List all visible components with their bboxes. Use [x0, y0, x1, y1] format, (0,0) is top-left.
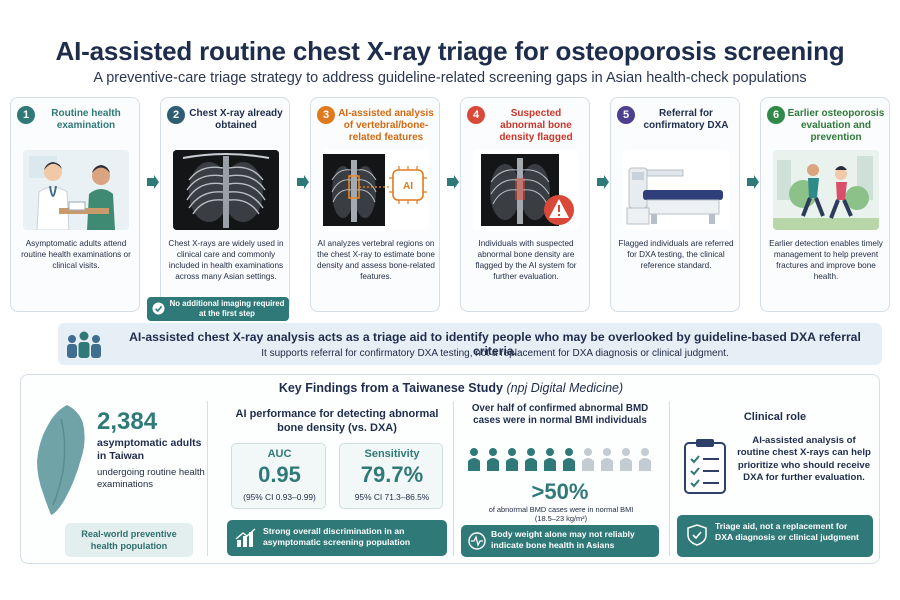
taiwan-map-icon: [37, 405, 85, 515]
arrow-right-icon: [297, 175, 309, 189]
banner-sub-text: It supports referral for confirmatory DX…: [261, 348, 729, 359]
ai-analysis-illustration: AI: [323, 150, 429, 230]
key-findings-source: (npj Digital Medicine): [506, 381, 624, 395]
ai-chip-label: AI: [403, 181, 413, 192]
step-3-number: 3: [317, 106, 335, 124]
person-icon: [582, 448, 594, 471]
auc-box: AUC 0.95 (95% CI 0.93–0.99): [231, 443, 326, 509]
step-4-number: 4: [467, 106, 485, 124]
person-icon: [506, 448, 518, 471]
population-detail: undergoing routine health examinations: [97, 467, 205, 490]
sensitivity-box: Sensitivity 79.7% 95% CI 71.3–86.5%: [339, 443, 443, 509]
heart-pulse-icon: [468, 532, 486, 550]
person-icon: [639, 448, 651, 471]
step-2-title: Chest X-ray already obtained: [189, 108, 283, 131]
key-findings-title: Key Findings from a Taiwanese Study (npj…: [21, 381, 881, 395]
arrow-right-icon: [147, 175, 159, 189]
auc-label: AUC: [267, 448, 292, 460]
auc-ci: (95% CI 0.93–0.99): [243, 492, 316, 502]
arrow-right-icon: [597, 175, 609, 189]
step-5-number: 5: [617, 106, 635, 124]
step-6-number: 6: [767, 106, 785, 124]
arrow-right-icon: [447, 175, 459, 189]
banner-main-text: AI-assisted chest X-ray analysis acts as…: [129, 330, 861, 358]
person-icon: [487, 448, 499, 471]
page-subtitle: A preventive-care triage strategy to add…: [93, 70, 807, 86]
population-count: 2,384: [97, 408, 158, 435]
column-divider: [207, 401, 208, 556]
page-title: AI-assisted routine chest X-ray triage f…: [55, 36, 845, 66]
step-6-title: Earlier osteoporosis evaluation and prev…: [787, 108, 885, 143]
bmi-stat-label: of abnormal BMD cases were in normal BMI…: [488, 505, 634, 523]
step-4-title: Suspected abnormal bone density flagged: [499, 108, 573, 143]
chest-xray-image: [173, 150, 279, 230]
key-findings-heading: Key Findings from a Taiwanese Study: [278, 381, 503, 395]
step-1-title: Routine health examination: [51, 108, 121, 131]
auc-value: 0.95: [258, 462, 301, 487]
performance-note: Strong overall discrimination in an asym…: [227, 520, 447, 556]
step-6-description: Earlier detection enables timely managem…: [769, 239, 883, 281]
clipboard-checklist-icon: [684, 439, 726, 494]
sensitivity-ci: 95% CI 71.3–86.5%: [354, 492, 430, 502]
clinical-role-note: Triage aid, not a replacement for DXA di…: [677, 515, 873, 557]
flagged-xray-illustration: [473, 150, 579, 230]
bmi-heading: Over half of confirmed abnormal BMD case…: [471, 403, 649, 426]
dxa-scanner-illustration: [623, 150, 729, 230]
step-2-card: 2 Chest X-ray already obtained Chest X-r…: [160, 97, 290, 312]
step-3-title: AI-assisted analysis of vertebral/bone-r…: [338, 108, 434, 143]
sensitivity-label: Sensitivity: [364, 448, 420, 460]
people-group-icon: [67, 331, 101, 358]
bar-chart-icon: [235, 528, 256, 547]
doctor-patient-illustration: [23, 150, 129, 230]
check-circle-icon: [152, 302, 165, 315]
step-1-description: Asymptomatic adults attend routine healt…: [21, 239, 131, 270]
step-5-card: 5 Referral for confirmatory DXA Flagged …: [610, 97, 740, 312]
no-extra-imaging-note: No additional imaging required at the fi…: [147, 297, 289, 321]
step-4-card: 4 Suspected abnormal bone density flagge…: [460, 97, 590, 312]
people-pictogram: [468, 448, 651, 471]
key-findings-panel: Key Findings from a Taiwanese Study (npj…: [20, 374, 880, 564]
step-3-description: AI analyzes vertebral regions on the che…: [317, 239, 435, 281]
column-divider: [453, 401, 454, 556]
workflow-steps: 1 Routine health examination Asymptomati…: [10, 97, 890, 312]
clinical-role-note-text: Triage aid, not a replacement for DXA di…: [715, 521, 859, 542]
step-1-number: 1: [17, 106, 35, 124]
step-2-description: Chest X-rays are widely used in clinical…: [168, 239, 284, 281]
sensitivity-value: 79.7%: [360, 462, 424, 487]
performance-note-text: Strong overall discrimination in an asym…: [263, 526, 411, 547]
no-extra-imaging-text: No additional imaging required at the fi…: [169, 299, 285, 318]
triage-banner: AI-assisted chest X-ray analysis acts as…: [58, 323, 882, 365]
bmi-note-text: Body weight alone may not reliably indic…: [491, 529, 635, 550]
step-1-card: 1 Routine health examination Asymptomati…: [10, 97, 140, 312]
clinical-role-heading: Clinical role: [743, 411, 807, 423]
person-icon: [468, 448, 480, 471]
bmi-stat: >50%: [531, 479, 589, 504]
person-icon: [525, 448, 537, 471]
population-label: asymptomatic adults in Taiwan: [97, 437, 202, 462]
person-icon: [563, 448, 575, 471]
population-tag: Real-world preventive health population: [65, 523, 193, 557]
column-divider: [669, 401, 670, 556]
joggers-illustration: [773, 150, 879, 230]
clinical-role-text: AI-assisted analysis of routine chest X-…: [737, 435, 871, 484]
performance-heading: AI performance for detecting abnormal bo…: [235, 408, 439, 434]
step-4-description: Individuals with suspected abnormal bone…: [475, 239, 577, 281]
shield-check-icon: [687, 524, 707, 546]
step-5-description: Flagged individuals are referred for DXA…: [618, 239, 734, 270]
bmi-note: Body weight alone may not reliably indic…: [461, 525, 659, 557]
step-3-card: 3 AI-assisted analysis of vertebral/bone…: [310, 97, 440, 312]
person-icon: [601, 448, 613, 471]
person-icon: [620, 448, 632, 471]
step-5-title: Referral for confirmatory DXA: [643, 108, 729, 131]
arrow-right-icon: [747, 175, 759, 189]
step-2-number: 2: [167, 106, 185, 124]
person-icon: [544, 448, 556, 471]
step-6-card: 6 Earlier osteoporosis evaluation and pr…: [760, 97, 890, 312]
